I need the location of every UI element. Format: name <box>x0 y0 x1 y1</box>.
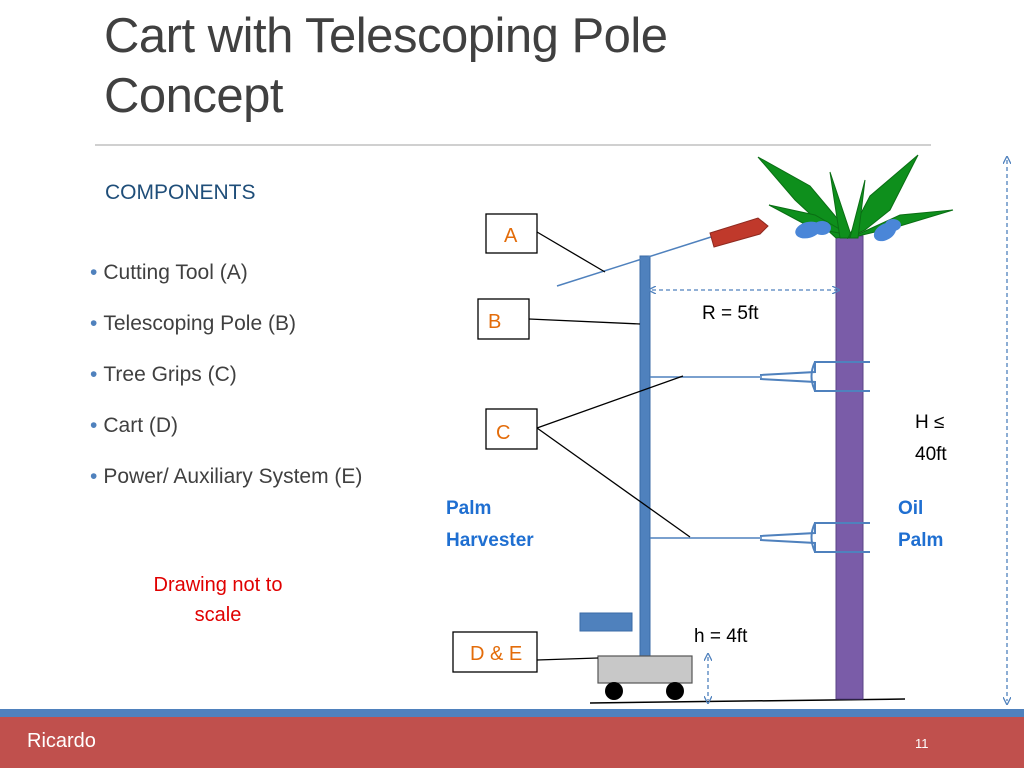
cart-body <box>597 655 693 684</box>
tree-grip-upper <box>759 361 870 392</box>
list-item: •Cutting Tool (A) <box>90 259 362 287</box>
bullet-dot-icon: • <box>90 465 98 488</box>
power-unit <box>579 612 633 632</box>
palm-foliage <box>757 154 954 240</box>
slide-title: Cart with Telescoping Pole Concept <box>104 6 884 126</box>
list-item-label: Telescoping Pole (B) <box>103 312 296 335</box>
ground-line <box>589 698 906 704</box>
callout-leaders <box>528 231 691 661</box>
harvester-label-line-1: Palm <box>446 498 491 519</box>
list-item-label: Cart (D) <box>103 414 179 437</box>
scale-note: Drawing not to scale <box>130 570 306 630</box>
bullet-dot-icon: • <box>90 261 98 284</box>
cutting-arm <box>556 236 712 287</box>
callout-box-a <box>485 213 538 254</box>
harvester-label-line-2: Harvester <box>446 530 534 551</box>
cart-wheel-left <box>605 682 623 700</box>
tree-grip-lower <box>759 522 870 553</box>
radius-label: R = 5ft <box>702 303 759 324</box>
harvester-diagram: A B C D & E R = 5ft H ≤ 40ft h = 4ft Pal… <box>446 154 1024 710</box>
callout-box-c <box>485 408 538 450</box>
telescoping-pole <box>639 255 651 657</box>
height-label-line-2: 40ft <box>915 444 947 465</box>
cart-wheel-right <box>666 682 684 700</box>
scale-note-line-2: scale <box>194 604 242 626</box>
cart-height-label: h = 4ft <box>694 626 748 647</box>
palm-fruit-bunches <box>795 219 901 242</box>
list-item-label: Tree Grips (C) <box>103 363 237 386</box>
footer-brand: Ricardo <box>27 730 96 752</box>
list-item-label: Power/ Auxiliary System (E) <box>103 465 363 488</box>
callout-label-de: D & E <box>470 643 522 665</box>
title-line-2: Concept <box>104 69 284 123</box>
list-item: •Cart (D) <box>90 412 362 440</box>
bullet-dot-icon: • <box>90 414 98 437</box>
bullet-dot-icon: • <box>90 363 98 386</box>
components-heading: COMPONENTS <box>105 181 256 204</box>
list-item-label: Cutting Tool (A) <box>103 261 248 284</box>
palm-trunk <box>835 235 864 700</box>
callout-label-c: C <box>496 422 510 444</box>
list-item: •Power/ Auxiliary System (E) <box>90 463 362 491</box>
palm-label-line-1: Oil <box>898 498 923 519</box>
callout-label-b: B <box>488 311 501 333</box>
callout-box-de <box>452 631 538 673</box>
cutting-tool <box>709 217 769 248</box>
callout-box-b <box>477 298 530 340</box>
footer-bar: Ricardo 11 <box>0 717 1024 768</box>
title-line-1: Cart with Telescoping Pole <box>104 9 668 63</box>
title-divider <box>95 144 931 146</box>
components-list: •Cutting Tool (A) •Telescoping Pole (B) … <box>90 259 362 514</box>
bullet-dot-icon: • <box>90 312 98 335</box>
scale-note-line-1: Drawing not to <box>153 574 283 596</box>
callout-label-a: A <box>504 225 518 247</box>
list-item: •Telescoping Pole (B) <box>90 310 362 338</box>
palm-label-line-2: Palm <box>898 530 943 551</box>
footer-accent-stripe <box>0 709 1024 717</box>
page-number: 11 <box>915 736 929 751</box>
list-item: •Tree Grips (C) <box>90 361 362 389</box>
height-label-line-1: H ≤ <box>915 412 944 433</box>
